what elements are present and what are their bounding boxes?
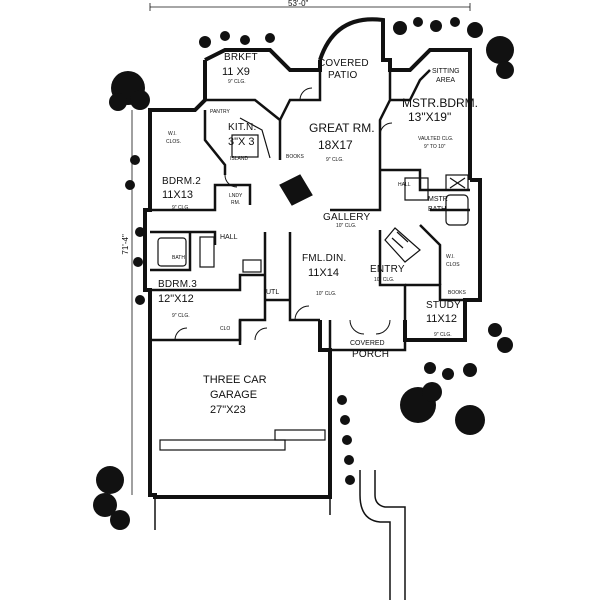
hall-right-label: HALL <box>398 182 411 188</box>
pantry-label: PANTRY <box>210 109 230 115</box>
great-rm-books: BOOKS <box>286 154 304 160</box>
porch-label: COVERED <box>350 340 385 347</box>
wi-clos-left-label-2: CLOS. <box>166 139 182 145</box>
driveway <box>154 470 406 600</box>
mstr-bdrm-ceiling-2: 9" TO 10" <box>424 144 446 150</box>
study-size: 11X12 <box>426 313 457 325</box>
fireplace <box>279 174 313 206</box>
garage-label: THREE CAR <box>203 374 267 386</box>
sitting-label-2: AREA <box>436 77 456 84</box>
tree-top-right <box>486 36 514 64</box>
gallery-ceiling: 10" CLG. <box>336 223 357 229</box>
tree-bottom-left <box>96 466 124 494</box>
wi-clos-right-label-2: CLOS <box>446 262 460 268</box>
clo-label: CLO <box>220 326 231 332</box>
study-label: STUDY <box>426 300 461 311</box>
mstr-bdrm-ceiling: VAULTED CLG. <box>418 136 454 142</box>
bath-label: BATH <box>172 255 185 261</box>
garage-door-right <box>274 429 326 441</box>
lndry-label-2: RM. <box>231 200 241 206</box>
sitting-label: SITTING <box>432 68 460 75</box>
overall-width-label: 53'-0" <box>288 0 309 8</box>
wi-clos-left-label: W.I. <box>168 131 177 137</box>
fixtures <box>157 117 469 451</box>
bdrm2-ceiling: 9" CLG. <box>172 205 190 211</box>
interior-walls <box>150 69 470 352</box>
master-vanity <box>404 177 429 201</box>
entry-stair <box>384 227 421 263</box>
gallery-label: GALLERY <box>323 212 371 223</box>
bdrm3-size: 12"X12 <box>158 293 194 305</box>
mstr-bath-label: MSTR <box>428 196 448 203</box>
kitchen-size: 3"X 3 <box>228 136 255 148</box>
mstr-bdrm-label: MSTR.BDRM. <box>402 96 478 110</box>
doors <box>174 87 393 341</box>
bdrm2-size: 11X13 <box>162 189 193 201</box>
master-shower <box>445 174 469 191</box>
hall-left-label: HALL <box>220 234 238 241</box>
fml-din-size: 11X14 <box>308 267 339 279</box>
utility-washer <box>242 259 262 273</box>
master-tub <box>445 194 469 226</box>
patio-label-2: PATIO <box>328 70 358 81</box>
bdrm2-label: BDRM.2 <box>162 176 201 187</box>
bath-tub <box>157 237 187 267</box>
bdrm3-ceiling: 9" CLG. <box>172 313 190 319</box>
study-books: BOOKS <box>448 290 466 296</box>
brkfst-ceiling: 9" CLG. <box>228 79 246 85</box>
fml-din-label: FML.DIN. <box>302 253 347 264</box>
great-rm-ceiling: 9" CLG. <box>326 157 344 163</box>
shrub-walk <box>337 395 347 405</box>
overall-depth-label: 71'-4" <box>120 234 130 255</box>
mstr-bath-label-2: BATH <box>428 206 447 213</box>
bdrm3-label: BDRM.3 <box>158 279 197 290</box>
great-rm-label: GREAT RM. <box>309 121 375 135</box>
lndry-label: LNDY <box>229 193 243 199</box>
kitchen-island: ISLAND <box>230 156 249 162</box>
landscaping <box>93 17 514 530</box>
kitchen-label: KIT.N. <box>228 122 257 133</box>
entry-label: ENTRY <box>370 264 405 275</box>
shrub-right-side <box>488 323 502 337</box>
entry-ceiling: 10" CLG. <box>374 277 395 283</box>
great-rm-size: 18X17 <box>318 138 353 152</box>
dimension-lines <box>131 3 471 495</box>
tree-right-lower <box>455 405 485 435</box>
util-label: UTL <box>266 289 280 296</box>
brkfst-size: 11 X9 <box>222 66 250 78</box>
shrub-porch-right <box>424 362 436 374</box>
garage-door-left <box>159 439 286 451</box>
garage-size: 27"X23 <box>210 404 246 416</box>
shrub-top-row <box>199 36 211 48</box>
kitchen-island <box>231 134 259 158</box>
fml-din-ceiling: 10" CLG. <box>316 291 337 297</box>
porch-label-2: PORCH <box>352 349 390 360</box>
wi-clos-right-label: W.I. <box>446 254 455 260</box>
brkfst-label: BRKFT <box>224 52 258 63</box>
garage-label-2: GARAGE <box>210 389 258 401</box>
hall-counter <box>199 236 215 268</box>
patio-label: COVERED <box>318 58 369 69</box>
study-ceiling: 9" CLG. <box>434 332 452 338</box>
mstr-bdrm-size: 13"X19" <box>408 110 452 124</box>
